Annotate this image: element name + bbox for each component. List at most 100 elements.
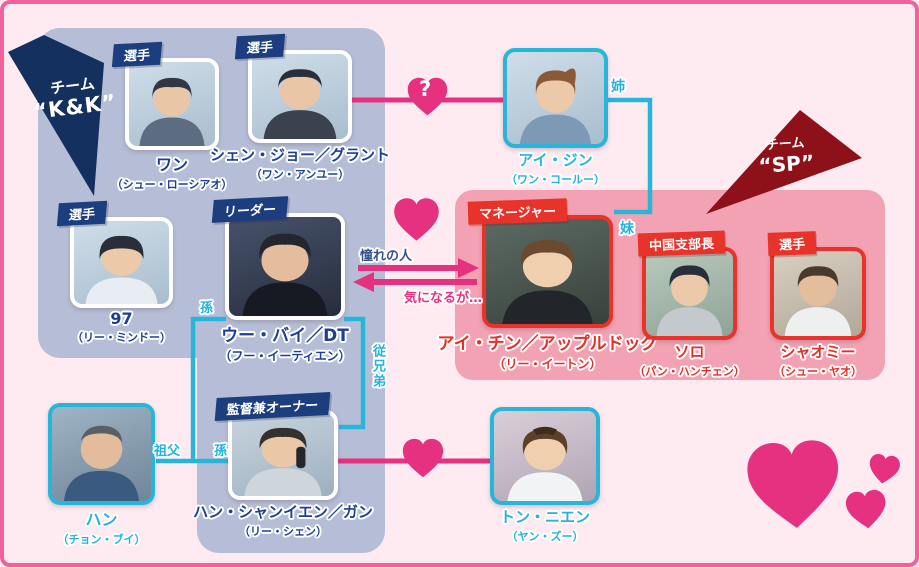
person-card-solo: 中国支部長 ソロ （パン・ハンチェン） xyxy=(634,230,745,378)
role-badge-aiqing: マネージャー xyxy=(467,198,568,225)
role-label: 選手 xyxy=(246,40,274,57)
question-mark-label: ? xyxy=(419,77,432,101)
heart-wubai-aiqing-icon xyxy=(394,198,439,241)
name-block-97: 97 （リー・ミンドー） xyxy=(72,309,171,345)
actor-name: （リー・イートン） xyxy=(493,357,602,371)
person-photo-hanshangyan xyxy=(228,410,338,500)
person-name: ハン xyxy=(85,510,118,529)
person-card-wang: 選手 ワン （シュー・ローシアオ） xyxy=(112,41,232,191)
person-silhouette-icon xyxy=(656,265,723,336)
role-label: マネージャー xyxy=(478,204,557,223)
role-label: 中国支部長 xyxy=(648,236,715,255)
relation-label-ane: 姉 xyxy=(611,79,625,95)
person-photo-han xyxy=(48,403,155,505)
relation-label-sofu: 祖父 xyxy=(154,444,181,459)
person-card-han: ハン （チョン・ブイ） xyxy=(48,403,155,546)
name-block-wang: ワン （シュー・ローシアオ） xyxy=(112,151,233,192)
heart-hanshangyan-tongnian-icon xyxy=(402,438,444,478)
decorative-heart-small-icon xyxy=(869,454,900,484)
person-photo-aiqing xyxy=(482,215,613,328)
person-silhouette-icon xyxy=(242,233,328,316)
actor-name: （リー・シェン） xyxy=(238,525,327,538)
name-block-solo: ソロ （パン・ハンチェン） xyxy=(634,341,745,379)
actor-name: （ヤン・ズー） xyxy=(506,530,584,543)
team-kk-flag-icon xyxy=(8,35,104,196)
person-name: 97 xyxy=(110,309,133,328)
person-silhouette-icon xyxy=(784,266,852,336)
person-card-aijin: アイ・ジン （ワン・コールー） xyxy=(503,48,608,186)
person-card-aiqing: マネージャー アイ・チン／アップルドッグ （リー・イートン） xyxy=(437,198,658,371)
person-name: シャオミー xyxy=(780,343,856,361)
person-photo-tongnian xyxy=(490,407,600,505)
person-name: ワン xyxy=(155,155,188,174)
person-silhouette-icon xyxy=(244,427,322,496)
actor-name: （ワン・アンユー） xyxy=(250,168,350,181)
question-heart-icon xyxy=(407,77,448,116)
person-photo-wubai xyxy=(225,213,345,320)
line-aijin-aiqing-sisters xyxy=(608,97,653,215)
relation-label-kininaru: 気になるが… xyxy=(404,291,483,306)
role-badge-xiaomi: 選手 xyxy=(767,231,817,256)
relation-label-mago-wubai: 孫 xyxy=(200,301,214,316)
role-label: 監督兼オーナー xyxy=(225,398,319,419)
role-badge-wang: 選手 xyxy=(111,41,163,68)
name-block-han: ハン （チョン・ブイ） xyxy=(58,506,146,547)
person-photo-aijin xyxy=(503,48,608,148)
person-photo-wang xyxy=(125,58,219,150)
person-silhouette-icon xyxy=(502,240,593,324)
role-badge-97: 選手 xyxy=(56,200,108,227)
person-name: アイ・チン／アップルドッグ xyxy=(437,334,658,354)
actor-name: （シュー・ヤオ） xyxy=(774,365,862,378)
person-name: ソロ xyxy=(674,343,705,361)
line-grandfather-wubai xyxy=(190,316,226,461)
decorative-heart-medium-icon xyxy=(846,489,886,529)
name-block-aiqing: アイ・チン／アップルドッグ （リー・イートン） xyxy=(437,329,657,372)
decorative-heart-large-icon xyxy=(747,440,838,528)
person-card-tongnian: トン・ニエン （ヤン・ズー） xyxy=(490,407,600,543)
role-label: リーダー xyxy=(223,202,277,221)
actor-name: （リー・ミンドー） xyxy=(72,331,171,344)
actor-name: （チョン・ブイ） xyxy=(57,533,146,546)
role-label: 選手 xyxy=(68,207,96,224)
role-badge-wubai: リーダー xyxy=(211,196,289,223)
actor-name: （シュー・ローシアオ） xyxy=(111,178,233,191)
person-photo-97 xyxy=(70,217,173,308)
person-silhouette-icon xyxy=(507,426,583,501)
relation-label-imouto: 妹 xyxy=(620,221,634,237)
relation-label-akogare: 憧れの人 xyxy=(360,249,413,264)
person-card-xiaomi: 選手 シャオミー （シュー・ヤオ） xyxy=(767,231,866,378)
person-silhouette-icon xyxy=(139,77,205,146)
name-block-grant: シェン・ジョー／グラント （ワン・アンユー） xyxy=(210,144,390,182)
line-cousins xyxy=(339,316,366,430)
role-badge-solo: 中国支部長 xyxy=(637,230,726,257)
relation-label-itoko: 従兄弟 xyxy=(370,344,385,389)
person-photo-grant xyxy=(248,50,352,143)
role-label: 選手 xyxy=(123,48,151,65)
person-name: ウー・バイ／DT xyxy=(221,326,349,346)
team-sp-flag-icon xyxy=(706,110,862,214)
actor-name: （フー・イーティエン） xyxy=(219,349,351,363)
person-photo-solo xyxy=(642,247,737,340)
person-silhouette-icon xyxy=(263,69,337,139)
person-photo-xiaomi xyxy=(770,247,866,340)
person-name: アイ・ジン xyxy=(518,151,593,169)
actor-name: （パン・ハンチェン） xyxy=(634,365,745,378)
name-block-tongnian: トン・ニエン （ヤン・ズー） xyxy=(500,506,590,544)
person-card-grant: 選手 シェン・ジョー／グラント （ワン・アンユー） xyxy=(210,33,390,181)
arrow-kininaru-head xyxy=(353,272,374,292)
role-label: 選手 xyxy=(778,237,806,254)
arrow-akogare-head xyxy=(458,258,479,278)
person-card-hanshangyan: 監督兼オーナー ハン・シャンイエン／ガン （リー・シェン） xyxy=(193,392,373,538)
person-card-97: 選手 97 （リー・ミンドー） xyxy=(56,200,173,344)
actor-name: （ワン・コールー） xyxy=(506,173,605,186)
person-name: トン・ニエン xyxy=(499,508,591,526)
name-block-xiaomi: シャオミー （シュー・ヤオ） xyxy=(774,341,862,379)
person-name: ハン・シャンイエン／ガン xyxy=(193,503,373,521)
person-name: シェン・ジョー／グラント xyxy=(209,146,391,164)
person-silhouette-icon xyxy=(64,425,139,501)
person-silhouette-icon xyxy=(519,68,592,144)
relation-label-mago-han: 孫 xyxy=(214,444,228,459)
